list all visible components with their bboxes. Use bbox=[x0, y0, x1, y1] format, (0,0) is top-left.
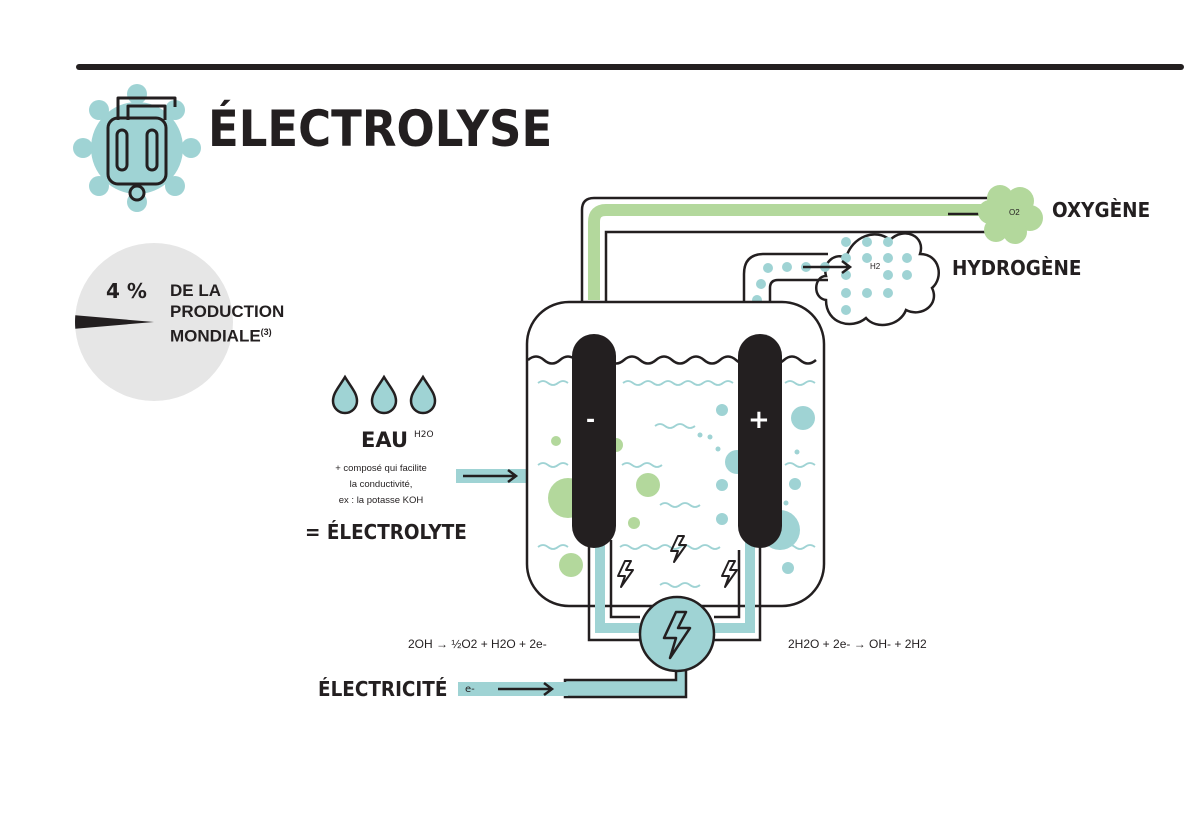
oxygen-pipe bbox=[580, 196, 1003, 306]
hydrogen-label: HYDROGÈNE bbox=[952, 256, 1082, 280]
anode-equation: 2OH → ½O2 + H2O + 2e- bbox=[408, 637, 547, 651]
water-ripples bbox=[537, 380, 816, 588]
power-generator-icon bbox=[638, 595, 716, 673]
share-label-line: MONDIALE(3) bbox=[170, 322, 284, 347]
electrolyte-label: = ÉLECTROLYTE bbox=[305, 520, 467, 544]
footnote-ref: (3) bbox=[260, 327, 272, 337]
note-line: + composé qui facilite bbox=[335, 463, 427, 474]
note-line: ex : la potasse KOH bbox=[338, 495, 424, 506]
electrolyzer-icon bbox=[73, 84, 201, 212]
pie-share-slice bbox=[75, 315, 154, 329]
top-rule bbox=[76, 64, 1184, 70]
share-percent: 4 % bbox=[106, 279, 147, 303]
production-share-pie bbox=[75, 243, 233, 401]
oxygen-label: OXYGÈNE bbox=[1052, 198, 1151, 222]
water-formula: H2O bbox=[414, 430, 434, 440]
anode-electrode bbox=[738, 334, 782, 548]
share-label: DE LA PRODUCTION MONDIALE(3) bbox=[170, 280, 284, 347]
electricity-label: ÉLECTRICITÉ bbox=[318, 677, 448, 701]
hydrogen-bubbles bbox=[841, 237, 912, 315]
hydrogen-pipe bbox=[742, 252, 853, 306]
page-title: ÉLECTROLYSE bbox=[208, 100, 553, 158]
lightning-icons bbox=[617, 535, 738, 588]
water-label: EAU bbox=[361, 428, 409, 452]
share-label-text: MONDIALE bbox=[170, 326, 261, 346]
share-label-line: PRODUCTION bbox=[170, 302, 285, 321]
hydrogen-cloud bbox=[815, 232, 940, 327]
water-drops-icon bbox=[331, 374, 437, 415]
share-label-line: DE LA bbox=[170, 281, 221, 300]
electrolyte-feed-arrow bbox=[463, 469, 519, 483]
cathode-electrode bbox=[572, 334, 616, 548]
electrolyte-note: + composé qui facilite la conductivité, … bbox=[318, 461, 444, 509]
electrical-circuit bbox=[458, 540, 762, 699]
electron-label: e- bbox=[465, 684, 475, 695]
positive-sign: + bbox=[748, 405, 770, 435]
cathode-equation: 2H2O + 2e- → OH- + 2H2 bbox=[788, 637, 927, 651]
hydrogen-formula: H2 bbox=[870, 262, 881, 271]
oxygen-formula: O2 bbox=[1009, 208, 1020, 217]
note-line: la conductivité, bbox=[349, 479, 413, 490]
oxygen-cloud bbox=[978, 185, 1043, 244]
negative-sign: - bbox=[586, 408, 596, 433]
